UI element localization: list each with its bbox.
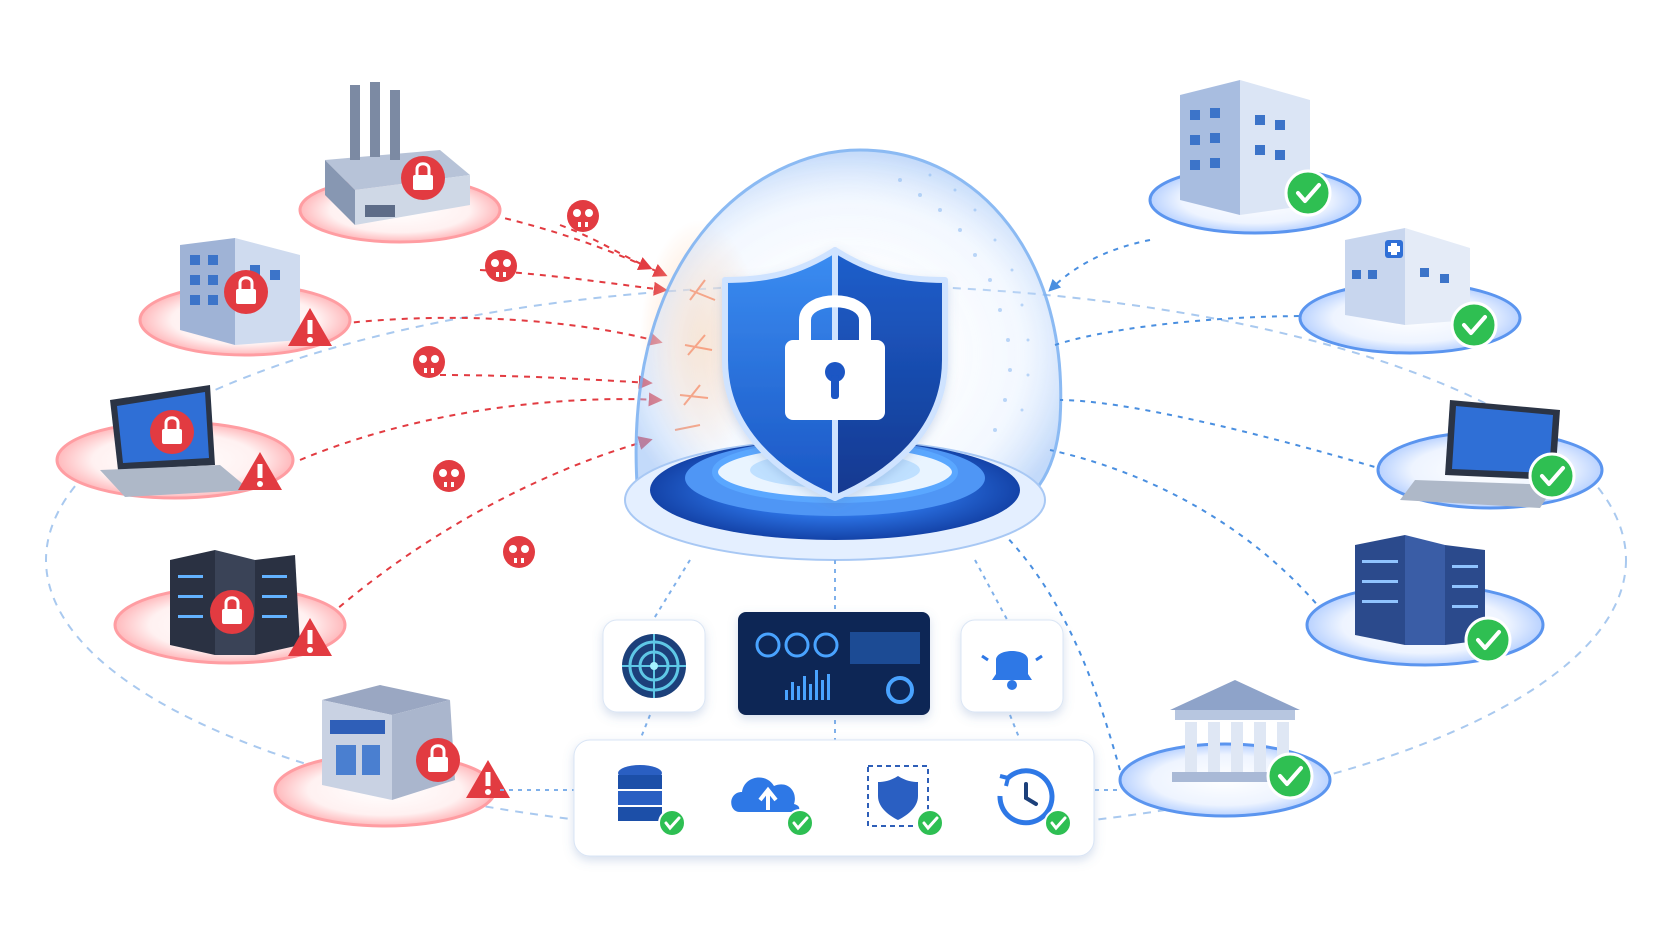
database-card — [618, 765, 686, 837]
attacked-node-store — [273, 685, 510, 828]
protected-node-laptop — [1376, 400, 1604, 510]
backup-restore-icon — [997, 768, 1055, 826]
check-icon — [1284, 169, 1332, 217]
check-icon — [1464, 616, 1512, 664]
dashboard-card — [738, 612, 930, 715]
check-icon — [786, 809, 814, 837]
laptop-icon — [1400, 400, 1560, 508]
attacked-node-server — [113, 550, 347, 665]
shield-scan-card — [867, 765, 944, 837]
shield-scan-icon — [867, 765, 929, 827]
warning-icon — [288, 618, 332, 656]
tools-top — [602, 612, 1064, 715]
radar-card — [602, 619, 706, 713]
cloud-card — [731, 777, 814, 837]
shield-lock-icon — [722, 247, 948, 501]
protected-node-server — [1305, 535, 1545, 667]
dashboard-monitor-icon — [755, 632, 920, 704]
lock-icon — [416, 738, 460, 782]
skull-icon — [485, 250, 517, 282]
lock-icon — [210, 590, 254, 634]
skull-icon — [433, 460, 465, 492]
warning-icon — [238, 452, 282, 490]
check-icon — [658, 809, 686, 837]
warning-icon — [466, 760, 510, 798]
attacked-node-factory — [298, 82, 502, 244]
protection-lines — [999, 239, 1386, 771]
database-icon — [618, 765, 662, 821]
threat-skulls — [413, 200, 599, 568]
backup-card — [997, 768, 1072, 837]
attacked-node-office — [138, 238, 352, 357]
skull-icon — [503, 536, 535, 568]
protected-node-bank — [1118, 680, 1332, 818]
tool-connectors — [500, 559, 1120, 791]
check-icon — [1044, 809, 1072, 837]
lock-icon — [401, 156, 445, 200]
alert-card — [960, 619, 1064, 713]
radar-icon — [622, 634, 686, 698]
attacked-node-laptop — [55, 385, 295, 500]
check-icon — [1450, 301, 1498, 349]
attack-lines — [299, 209, 668, 616]
lock-icon — [150, 410, 194, 454]
check-icon — [916, 809, 944, 837]
cloud-upload-icon — [731, 777, 800, 812]
skull-icon — [567, 200, 599, 232]
check-icon — [1528, 452, 1576, 500]
bank-icon — [1170, 680, 1300, 782]
protected-node-hospital — [1298, 228, 1522, 355]
bell-icon — [981, 651, 1043, 690]
server-rack-icon — [1355, 535, 1485, 645]
lock-icon — [224, 270, 268, 314]
protected-node-office — [1148, 80, 1362, 235]
factory-icon — [325, 82, 470, 225]
check-icon — [1266, 752, 1314, 800]
warning-icon — [288, 308, 332, 346]
hospital-icon — [1345, 228, 1470, 325]
tools-bottom — [573, 739, 1095, 857]
skull-icon — [413, 346, 445, 378]
